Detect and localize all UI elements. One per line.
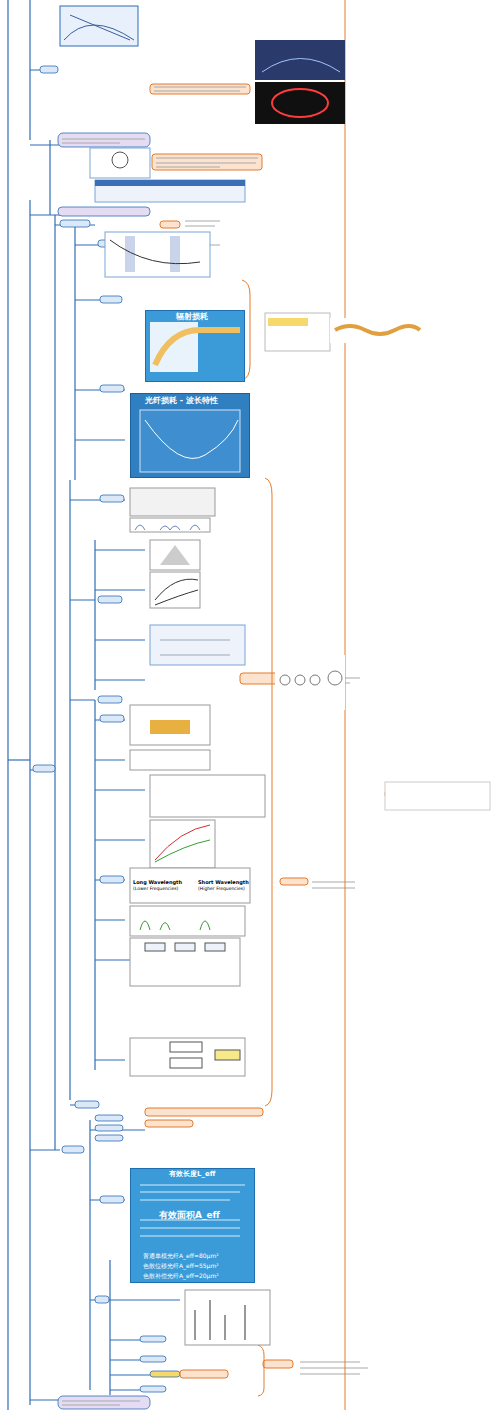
bend-fiber — [155, 330, 240, 365]
image-panel: 辐射损耗 — [145, 310, 245, 382]
microbend-figure — [330, 318, 425, 343]
bend-photo-tag — [268, 318, 308, 326]
panel-text: (Higher Frequencies) — [198, 887, 245, 892]
spool — [150, 720, 190, 734]
panel-curve — [145, 420, 238, 458]
channel-peaks — [140, 921, 210, 930]
microbend-fiber — [335, 326, 420, 334]
fiber-photo-red — [272, 89, 328, 117]
loss-plot — [105, 232, 210, 277]
top-figure-curve — [64, 15, 134, 40]
top-figure — [60, 6, 138, 46]
panel-text: 普通单模光纤A_eff=80μm² — [143, 1253, 219, 1260]
mode-lines — [160, 640, 230, 655]
flow-box — [170, 1058, 202, 1068]
illegible-text-bars — [62, 87, 480, 1405]
fiber-photo-ring — [262, 59, 340, 73]
image-panel: 光纤损耗 - 波长特性 — [130, 393, 250, 478]
dispersion-curves — [155, 579, 198, 605]
right-table — [385, 782, 490, 810]
spec-table — [95, 180, 245, 202]
brackets — [242, 0, 345, 1410]
panel-text: Short Wavelength — [198, 880, 249, 886]
gain-plot — [150, 820, 215, 868]
prism — [160, 545, 190, 565]
fiber-photo-dark — [255, 82, 345, 124]
amp-chain — [130, 938, 240, 986]
panel-text: (Lower Frequencies) — [133, 887, 178, 892]
spectrum-plot — [185, 1290, 270, 1345]
pulse-figure — [130, 518, 210, 532]
gain-curve — [155, 825, 210, 860]
panel-fill — [130, 1168, 255, 1283]
flow-box — [215, 1050, 240, 1060]
pulses — [135, 525, 200, 530]
flow-box — [170, 1042, 202, 1052]
panel-fill — [145, 310, 245, 382]
fiber-figure — [90, 148, 150, 178]
pulse-figure — [130, 488, 215, 516]
dispersion-plot — [150, 572, 200, 608]
spectrum-figure — [130, 906, 245, 936]
panel-text: 光纤损耗 - 波长特性 — [145, 397, 218, 406]
prism-figure — [150, 540, 200, 570]
panel-fill — [130, 393, 250, 478]
spectral-lines — [195, 1300, 245, 1340]
amp-blocks — [145, 943, 225, 951]
loss-curve — [110, 240, 200, 264]
flow-figure — [130, 1038, 245, 1076]
panel-text: 色散补偿光纤A_eff=20μm² — [143, 1273, 219, 1280]
pmd-figure — [275, 655, 345, 710]
panel-text: 有效面积A_eff — [159, 1211, 220, 1221]
spectra-figure — [130, 750, 210, 770]
fiber-photo — [255, 40, 345, 80]
spec-table-head — [95, 180, 245, 186]
pmd-rings — [280, 671, 342, 685]
panel-grid — [140, 410, 240, 472]
image-panel: Long Wavelength(Lower Frequencies) Short … — [130, 868, 250, 903]
fiber-core — [112, 152, 128, 168]
window-band — [170, 236, 180, 272]
image-panel: 有效长度L_eff 有效面积A_eff 普通单模光纤A_eff=80μm² 色散位移光… — [130, 1168, 255, 1283]
panel-text: 色散位移光纤A_eff=55μm² — [143, 1263, 219, 1270]
fiber-spool — [130, 705, 210, 745]
panel-text: 辐射损耗 — [176, 313, 208, 322]
panel-text: 有效长度L_eff — [169, 1171, 215, 1179]
panel-text: Long Wavelength — [133, 880, 182, 886]
mode-figure — [150, 625, 245, 665]
formula-lines — [140, 1185, 245, 1236]
figure-frame — [130, 868, 250, 903]
bend-photo — [265, 313, 330, 351]
gain-curve — [155, 840, 210, 862]
nonlinear-plot — [150, 775, 265, 817]
